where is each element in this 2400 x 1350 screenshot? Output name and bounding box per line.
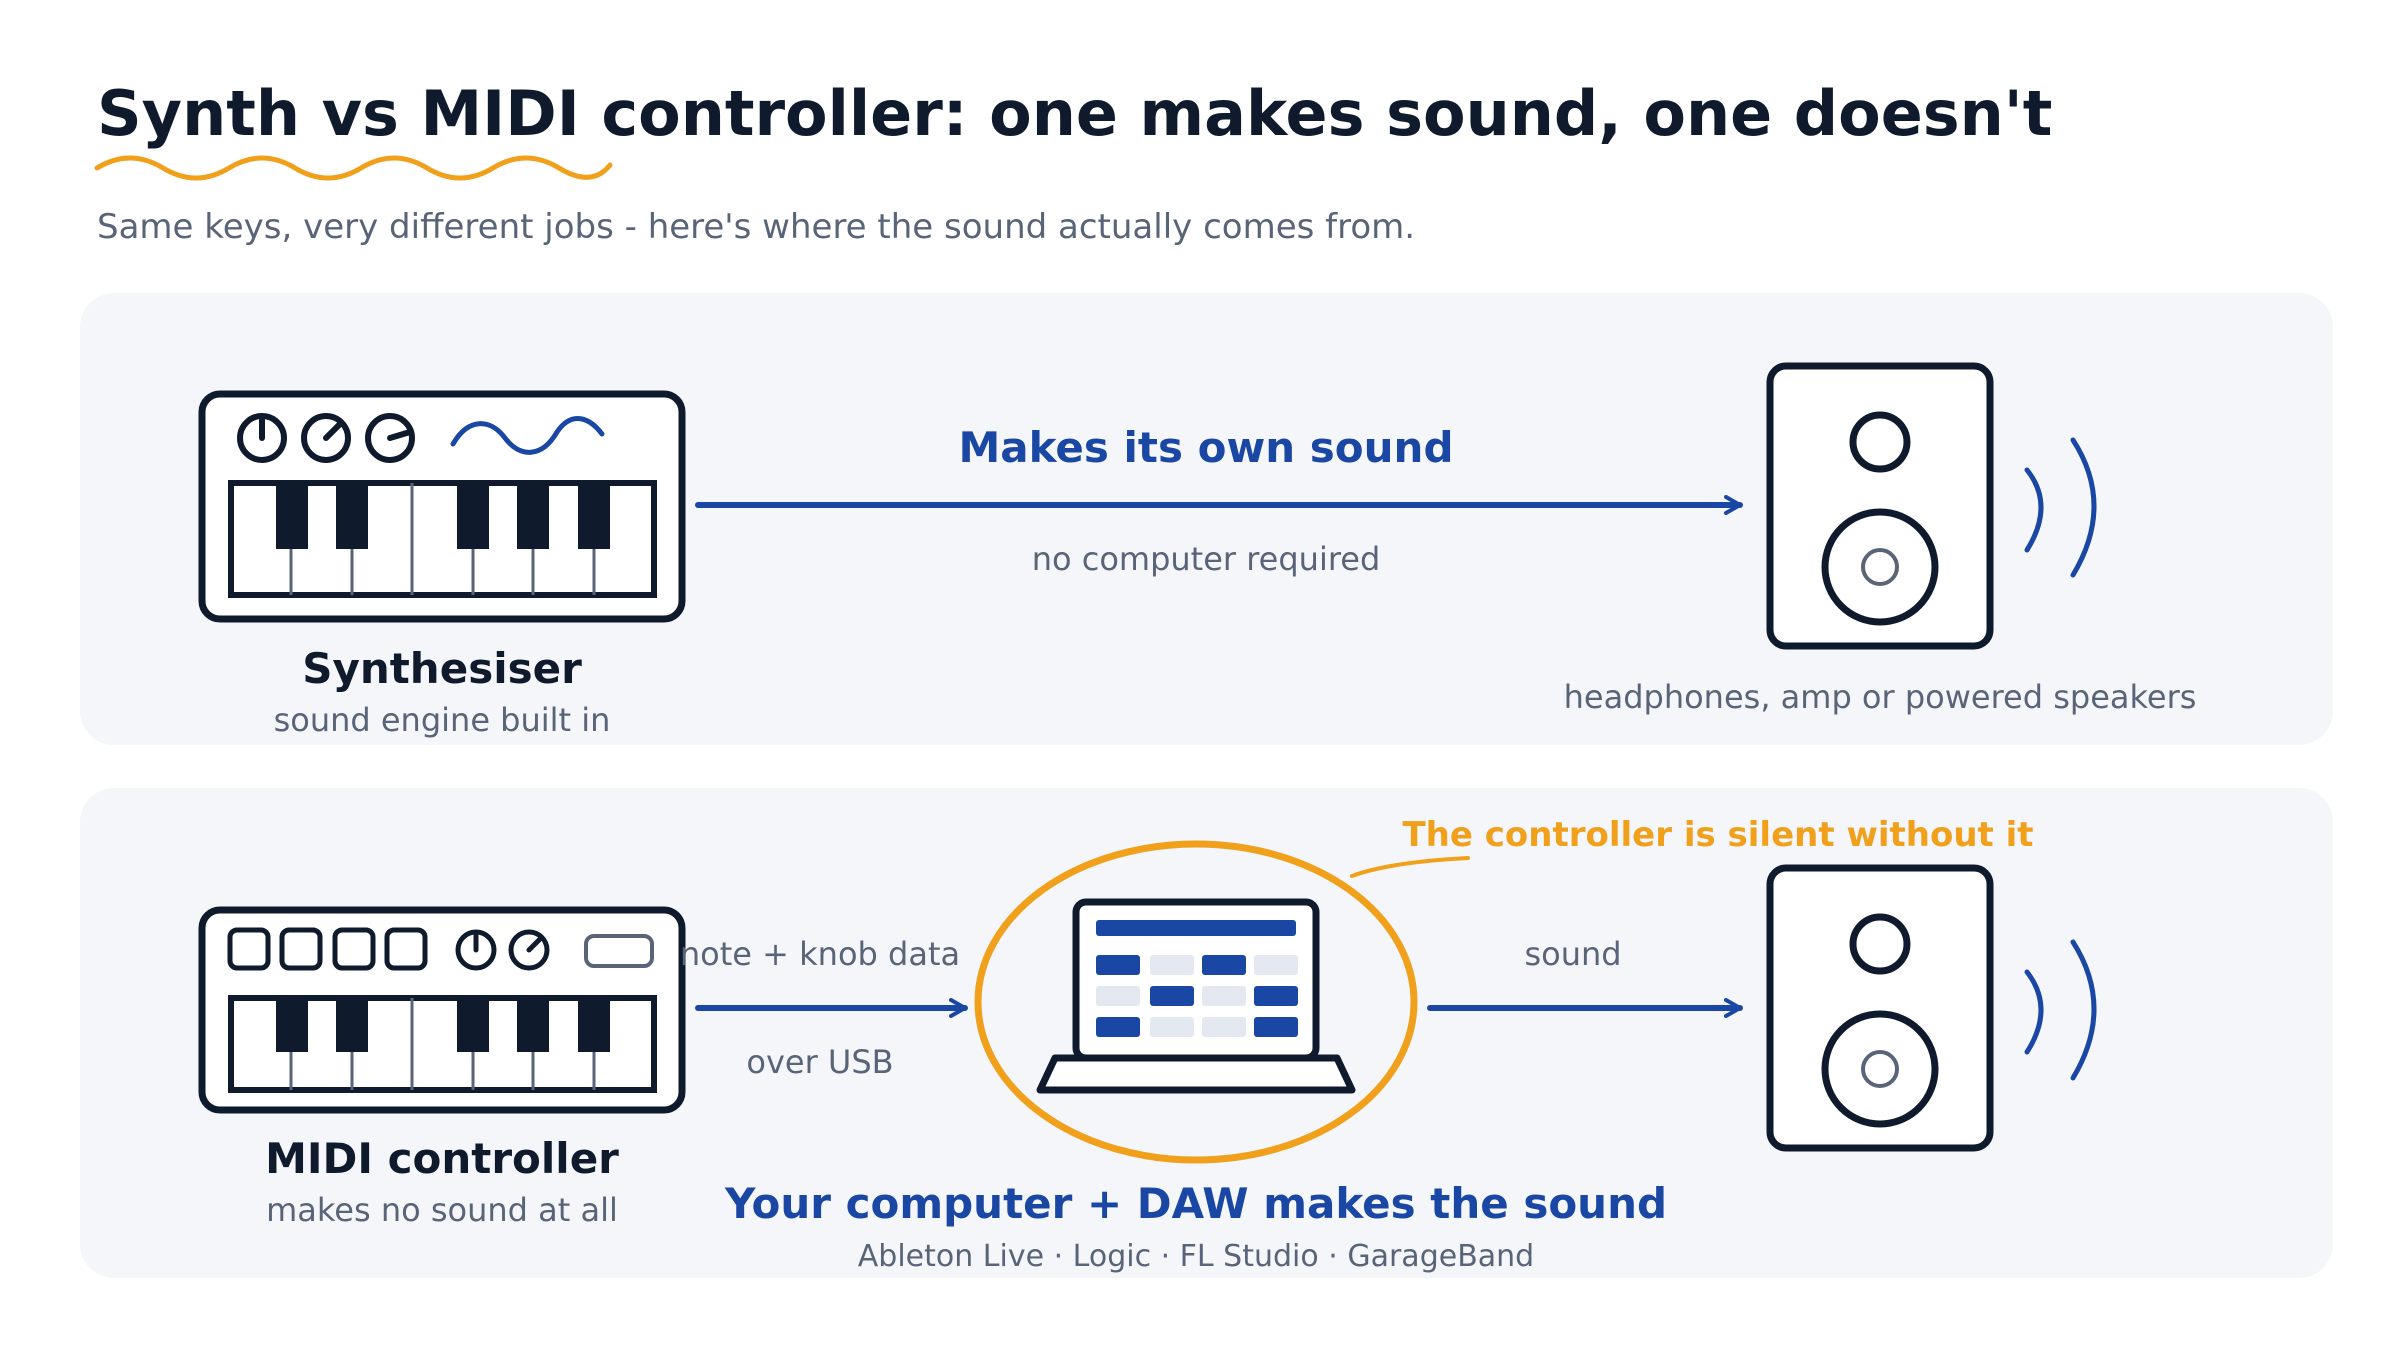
speaker-icon — [1766, 864, 1994, 1152]
speaker-caption: headphones, amp or powered speakers — [1564, 678, 2197, 716]
pad-button-icon — [279, 927, 323, 971]
pad-button-icon — [384, 927, 428, 971]
speaker-icon — [1766, 362, 1994, 650]
computer-highlight-ring — [974, 840, 1418, 1164]
callout-leader-line — [1350, 856, 1470, 878]
midi-controller-icon — [198, 906, 686, 1114]
sound-waves-icon — [2024, 939, 2097, 1081]
page-subtitle: Same keys, very different jobs - here's … — [97, 207, 1415, 247]
callout-text: The controller is silent without it — [1402, 815, 2033, 855]
computer-label: Your computer + DAW makes the sound — [724, 1179, 1667, 1228]
sound-waves-icon — [2024, 437, 2097, 578]
data-arrow-caption: over USB — [746, 1043, 893, 1081]
data-arrow-label: note + knob data — [680, 935, 960, 973]
synth-arrow-caption: no computer required — [1032, 540, 1381, 578]
midi-controller-name: MIDI controller — [265, 1134, 619, 1183]
synthesiser-icon — [198, 390, 686, 623]
synthesiser-caption: sound engine built in — [274, 701, 611, 739]
midi-controller-caption: makes no sound at all — [266, 1191, 618, 1229]
pad-button-icon — [332, 927, 376, 971]
laptop-icon — [1036, 898, 1356, 1094]
waveform-icon — [450, 416, 605, 455]
daw-list: Ableton Live · Logic · FL Studio · Garag… — [858, 1239, 1534, 1274]
synth-arrow-label: Makes its own sound — [958, 423, 1453, 472]
page-title: Synth vs MIDI controller: one makes soun… — [97, 77, 2052, 150]
title-squiggle-underline — [94, 155, 613, 181]
pad-button-icon — [227, 927, 271, 971]
sound-arrow-label: sound — [1524, 935, 1621, 973]
synthesiser-name: Synthesiser — [302, 644, 582, 693]
